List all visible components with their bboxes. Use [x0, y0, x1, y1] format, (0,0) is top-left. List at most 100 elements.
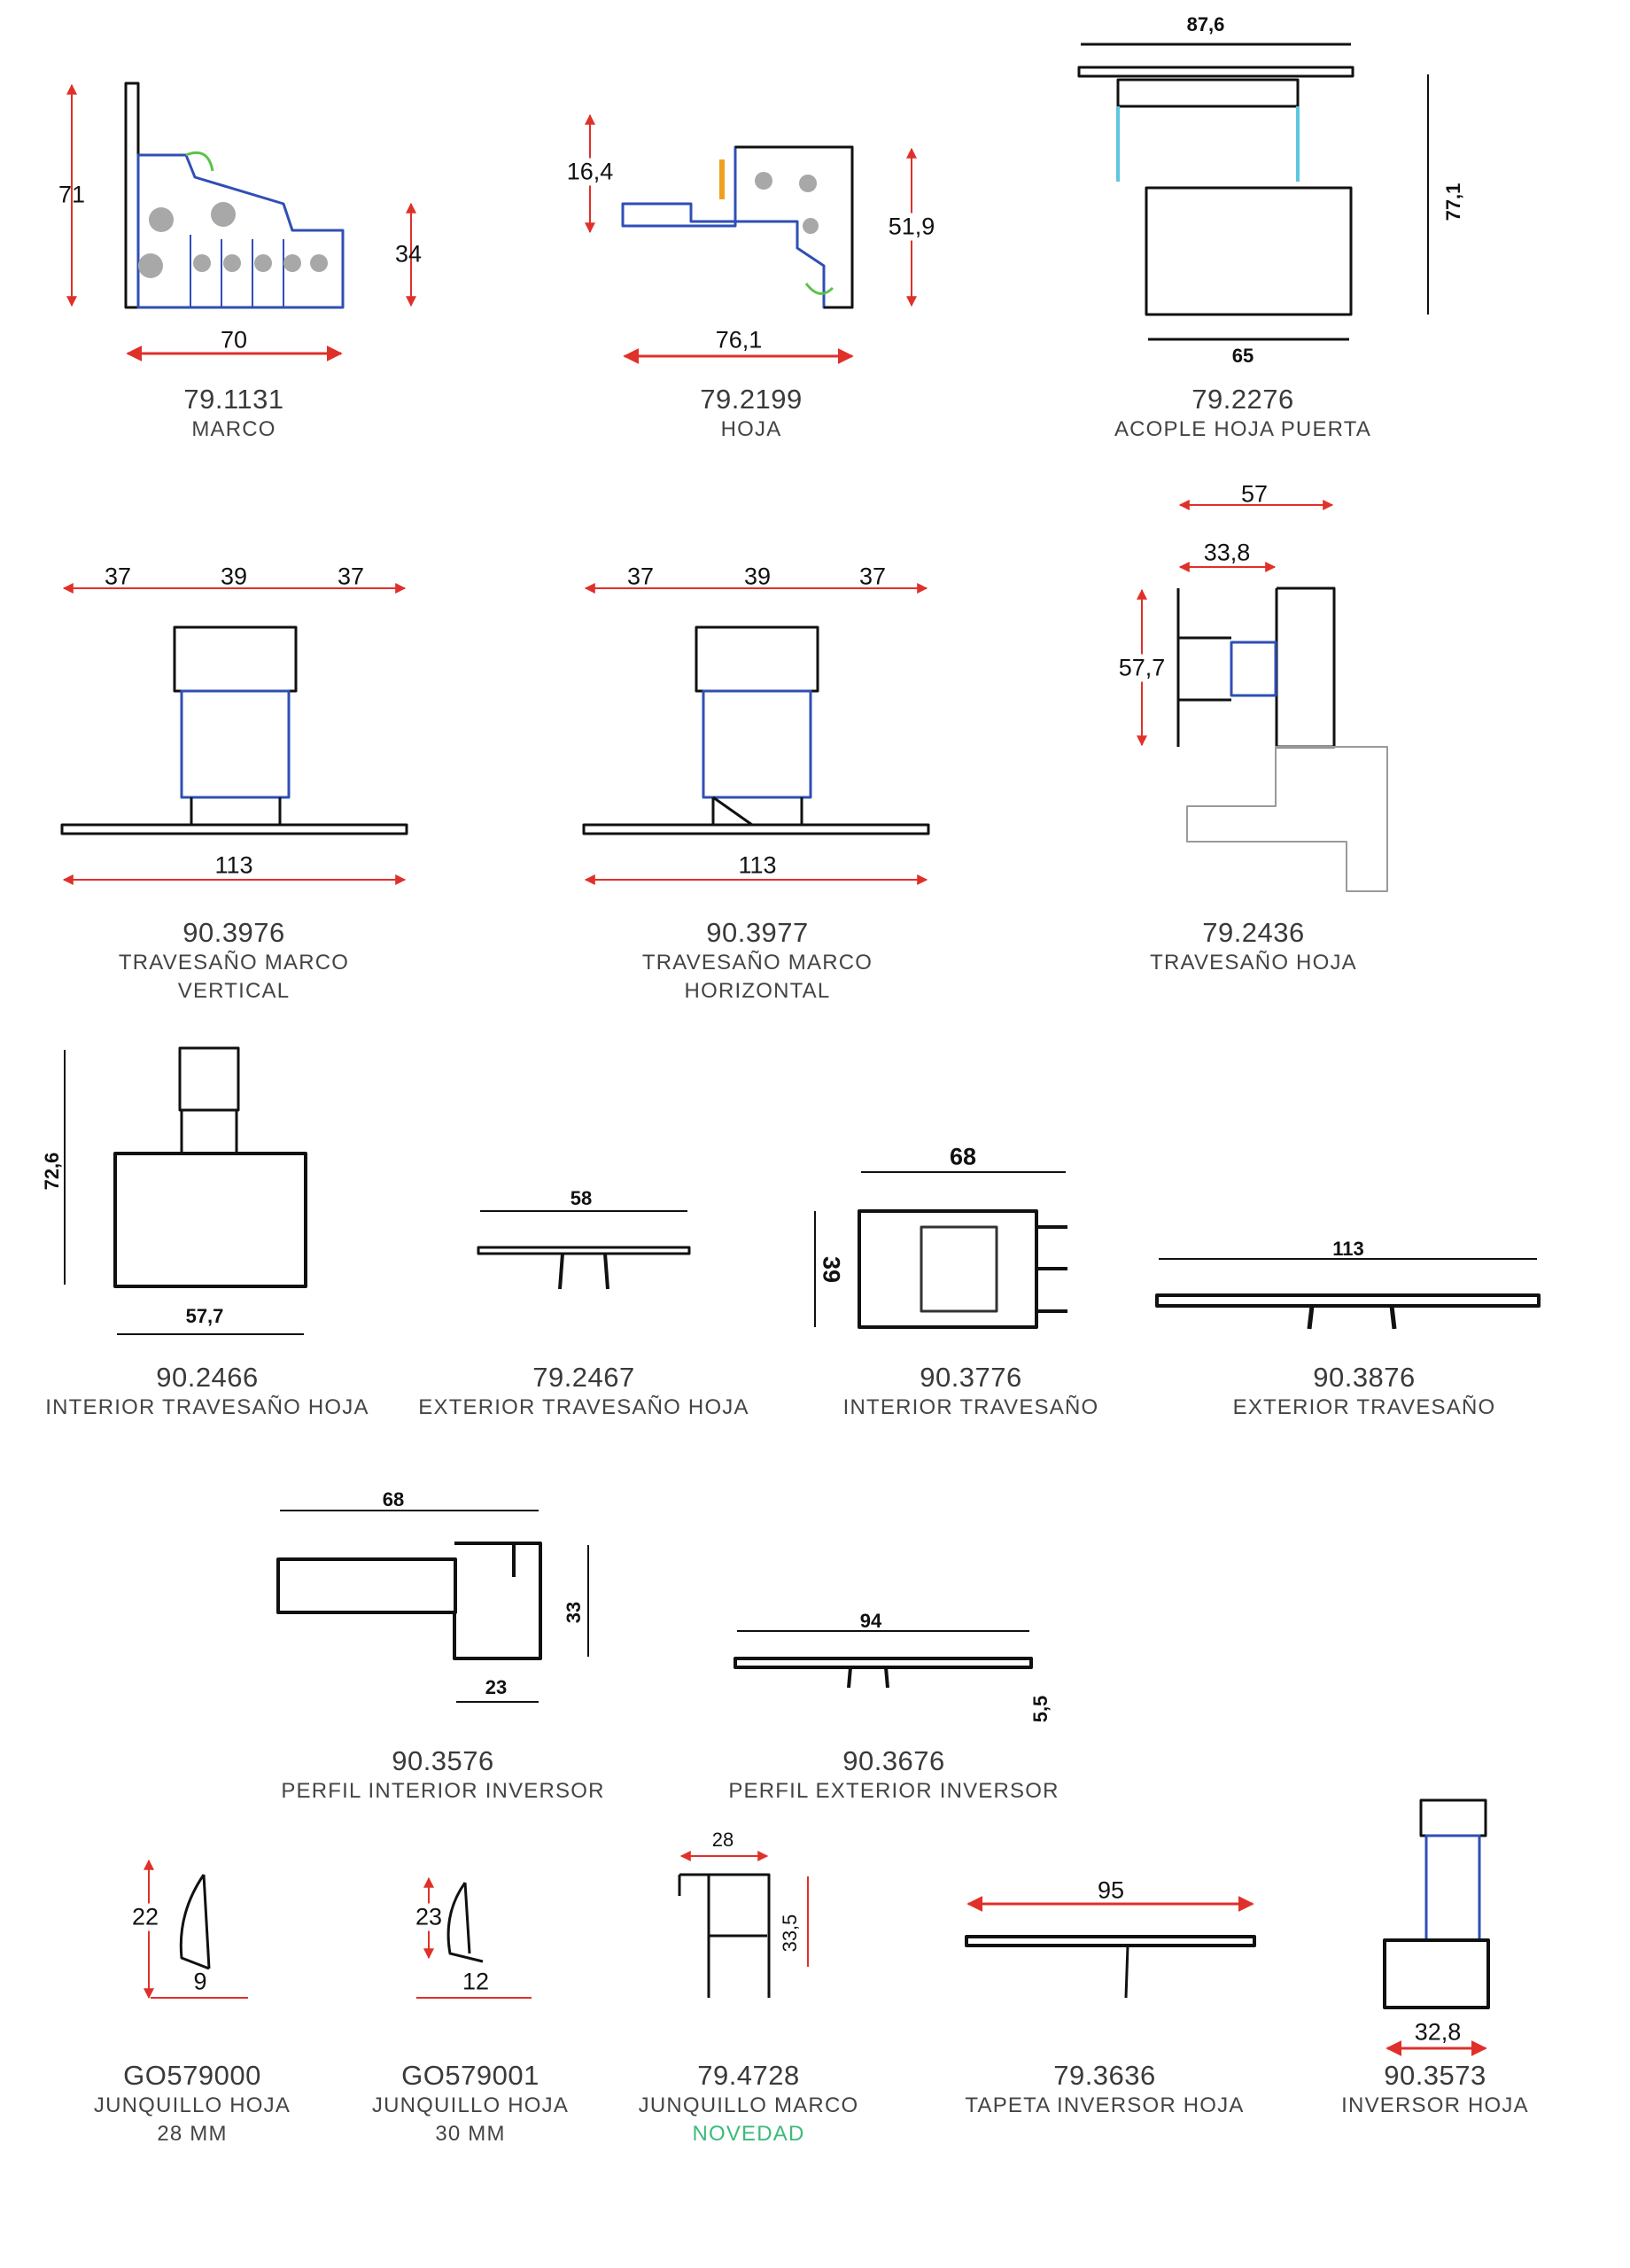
- profile-code: 90.3876: [1313, 1362, 1416, 1393]
- dim-label: 71: [58, 181, 86, 208]
- novedad-badge: NOVEDAD: [692, 2122, 805, 2146]
- profile-name: PERFIL INTERIOR INVERSOR: [281, 1779, 605, 1803]
- profile-name: TRAVESAÑO MARCO: [641, 951, 873, 975]
- profile-90-3876: [1155, 1258, 1541, 1330]
- profile-code: 79.2199: [700, 384, 803, 415]
- profile-name: MARCO: [191, 417, 276, 441]
- dim-label: 70: [220, 326, 248, 353]
- profile-90-3576: [276, 1510, 589, 1703]
- profile-name: PERFIL EXTERIOR INVERSOR: [728, 1779, 1060, 1803]
- profile-90-3776: [814, 1171, 1067, 1329]
- profile-code: 90.3573: [1384, 2060, 1486, 2091]
- profile-79-2276: [1077, 43, 1429, 341]
- dim-label: 22: [131, 1903, 159, 1931]
- profile-code: GO579001: [401, 2060, 539, 2091]
- dim-label: 37: [104, 563, 132, 590]
- dim-label: 32,8: [1414, 2018, 1462, 2046]
- dim-label: 16,4: [566, 158, 614, 186]
- dim-label: 68: [949, 1143, 977, 1170]
- profile-code: GO579000: [123, 2060, 261, 2091]
- profile-code: 79.1131: [183, 384, 284, 415]
- profile-code: 90.3676: [842, 1745, 945, 1776]
- dim-label: 58: [570, 1187, 593, 1209]
- dim-label: 37: [337, 563, 365, 590]
- dim-label: 39: [743, 563, 772, 590]
- profile-79-1131: [66, 82, 416, 361]
- dim-label: 5,5: [1029, 1695, 1052, 1723]
- dim-label: 51,9: [888, 213, 935, 241]
- profile-79-2436: [1137, 500, 1388, 892]
- dim-label: 37: [626, 563, 655, 590]
- dim-label: 68: [382, 1488, 405, 1511]
- dim-label: 33,8: [1203, 539, 1251, 566]
- profile-name: HOJA: [720, 417, 782, 441]
- dim-label: 23: [485, 1676, 508, 1698]
- dim-label: 77,1: [1442, 183, 1464, 221]
- dim-label: 72,6: [41, 1152, 63, 1191]
- dim-label: 65: [1231, 345, 1254, 367]
- dim-label: 95: [1097, 1876, 1125, 1904]
- dim-label: 33,5: [779, 1914, 801, 1953]
- profile-code: 79.3636: [1053, 2060, 1156, 2091]
- dim-label: 57,7: [185, 1305, 224, 1327]
- profile-90-2466: [64, 1046, 307, 1335]
- profile-code: 79.2436: [1202, 917, 1305, 948]
- dim-label: 28: [711, 1829, 734, 1851]
- dim-label: 12: [462, 1968, 490, 1995]
- profile-code: 79.2467: [532, 1362, 635, 1393]
- profile-name: TAPETA INVERSOR HOJA: [965, 2093, 1245, 2117]
- profile-code: 90.3776: [920, 1362, 1022, 1393]
- dim-label: 87,6: [1186, 13, 1225, 35]
- dim-label: 76,1: [715, 326, 763, 353]
- profile-name: TRAVESAÑO MARCO: [118, 951, 350, 975]
- dim-label: 39: [220, 563, 248, 590]
- profile-90-3676: [734, 1630, 1033, 1689]
- dim-label: 9: [193, 1968, 207, 1995]
- profile-name-line2: 28 MM: [157, 2122, 228, 2146]
- profile-90-3976: [60, 583, 408, 885]
- dim-label: 33: [563, 1601, 585, 1624]
- dim-label: 57,7: [1118, 654, 1166, 682]
- profile-name: ACOPLE HOJA PUERTA: [1114, 417, 1372, 441]
- profile-code: 79.2276: [1191, 384, 1294, 415]
- profile-79-3636: [965, 1896, 1256, 1999]
- profile-name: INVERSOR HOJA: [1341, 2093, 1529, 2117]
- profile-name: EXTERIOR TRAVESAÑO HOJA: [418, 1395, 749, 1419]
- profile-name: INTERIOR TRAVESAÑO HOJA: [45, 1395, 369, 1419]
- dim-label: 23: [415, 1903, 443, 1931]
- profile-code: 90.3977: [706, 917, 809, 948]
- dim-label: 113: [738, 851, 777, 879]
- dim-label: 37: [858, 563, 887, 590]
- profile-code: 79.4728: [697, 2060, 800, 2091]
- dim-label: 94: [859, 1610, 882, 1632]
- profile-name: EXTERIOR TRAVESAÑO: [1232, 1395, 1496, 1419]
- profile-name: TRAVESAÑO HOJA: [1150, 951, 1357, 975]
- profile-name-line2: HORIZONTAL: [684, 979, 831, 1003]
- profile-name: INTERIOR TRAVESAÑO: [842, 1395, 1099, 1419]
- dim-label: 113: [214, 851, 253, 879]
- dim-label: 34: [394, 240, 423, 268]
- dim-label: 39: [818, 1255, 845, 1284]
- profile-name: JUNQUILLO HOJA: [371, 2093, 570, 2117]
- profile-90-3977: [582, 583, 930, 885]
- profile-name: JUNQUILLO MARCO: [638, 2093, 859, 2117]
- profile-name-line2: VERTICAL: [177, 979, 291, 1003]
